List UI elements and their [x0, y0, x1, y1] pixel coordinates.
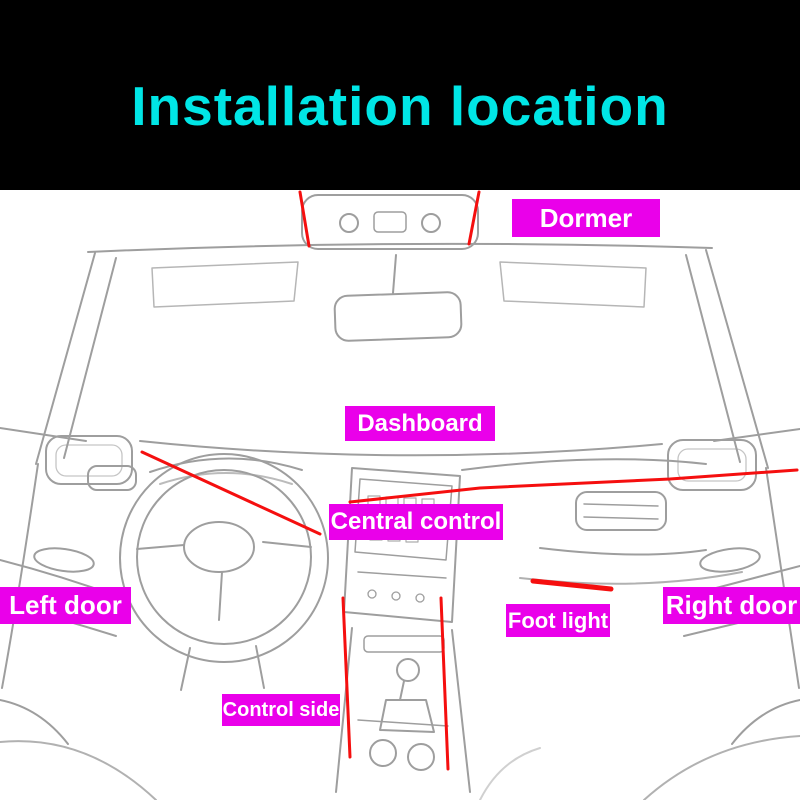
strip-dome-left [298, 190, 311, 248]
page-title: Installation location [131, 75, 669, 137]
label-right-door: Right door [663, 587, 800, 624]
header-banner: Installation location [0, 0, 800, 190]
label-control-side: Control side [222, 694, 340, 726]
seat-edges [0, 735, 800, 800]
led-strips [140, 190, 799, 771]
strip-foot-light [530, 578, 614, 592]
strip-console-left [341, 596, 352, 759]
label-dashboard: Dashboard [345, 406, 495, 441]
strip-dashboard-left [140, 450, 322, 536]
label-left-door: Left door [0, 587, 131, 624]
a-pillars [35, 249, 769, 469]
rearview-mirror [333, 254, 463, 342]
label-central-control: Central control [329, 504, 503, 540]
overhead-console [301, 194, 479, 250]
roof-edge [87, 242, 713, 253]
center-console [335, 627, 471, 793]
steering-wheel [119, 453, 329, 691]
strip-console-right [439, 596, 450, 771]
instrument-cluster [87, 457, 303, 491]
left-side-mirror [45, 435, 133, 485]
right-side-mirror [667, 439, 757, 491]
strip-dashboard-right [348, 468, 799, 504]
label-dormer: Dormer [512, 199, 660, 237]
strip-dome-right [467, 190, 481, 246]
sun-visors [151, 261, 647, 308]
label-foot-light: Foot light [506, 604, 610, 637]
windshield-bottom [139, 440, 663, 457]
